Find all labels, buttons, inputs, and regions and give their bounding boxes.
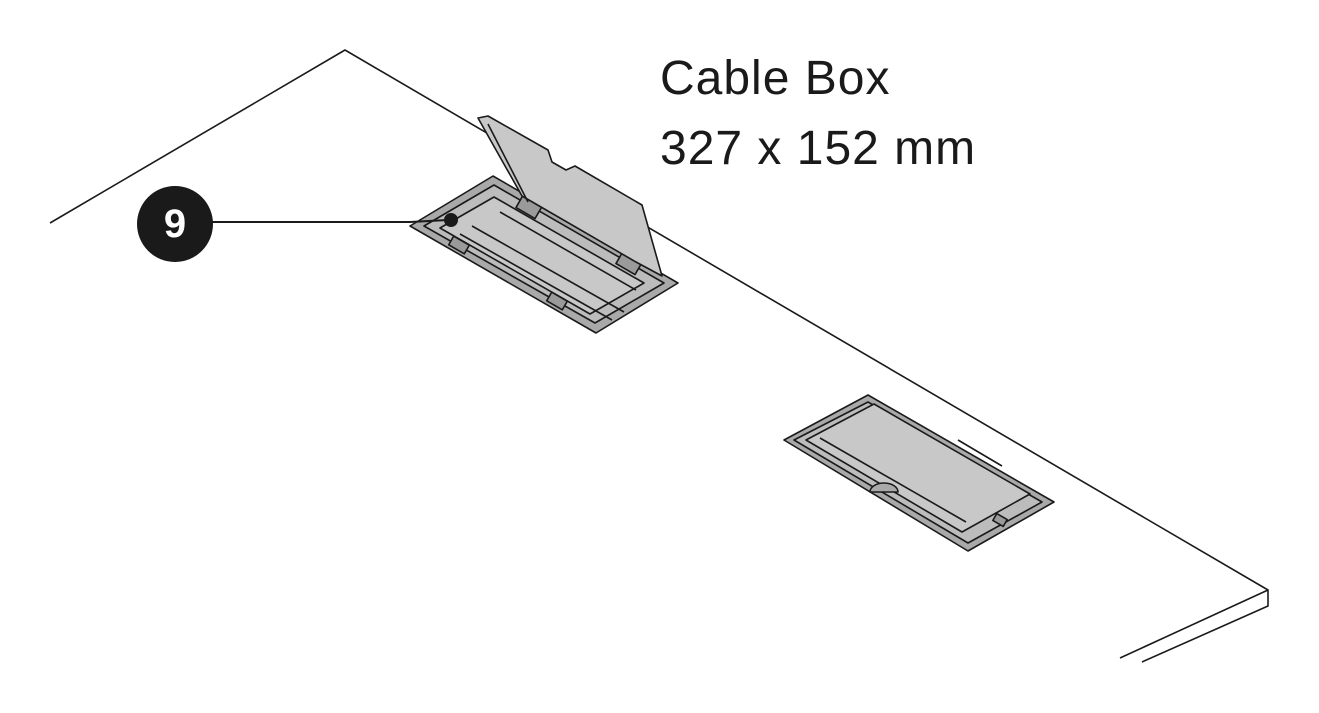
desk-front-edge [1119, 589, 1269, 659]
closed-box-edge-line [819, 437, 967, 523]
cable-box-dimensions: 327 x 152 mm [660, 122, 977, 175]
open-box-cavity [439, 196, 645, 315]
cable-box-label: Cable Box 327 x 152 mm [660, 44, 976, 184]
callout-number-badge: 9 [137, 186, 213, 262]
closed-box-edge-line [957, 439, 1003, 467]
open-box-lid [477, 115, 663, 277]
desk-top [49, 49, 1269, 663]
cable-box-closed [783, 394, 1055, 552]
open-box-channel-line [499, 211, 637, 291]
open-box-lid-edge [487, 123, 529, 203]
cable-box-title: Cable Box [660, 52, 891, 105]
callout-number: 9 [163, 201, 187, 246]
closed-box-cable-notch [869, 482, 899, 493]
callout-leader-line [409, 219, 449, 223]
cable-box-open [409, 115, 679, 334]
open-box-hinge-clip [545, 291, 569, 311]
closed-box-lid [805, 403, 1031, 533]
callout-leader [212, 213, 458, 227]
closed-box-clip [992, 512, 1008, 528]
open-box-hinge-clip [447, 235, 471, 255]
open-box-channel-line [471, 225, 625, 313]
open-box-channel-line [459, 233, 613, 321]
desk-edge [49, 49, 1269, 663]
callout-leader-dot [444, 213, 458, 227]
